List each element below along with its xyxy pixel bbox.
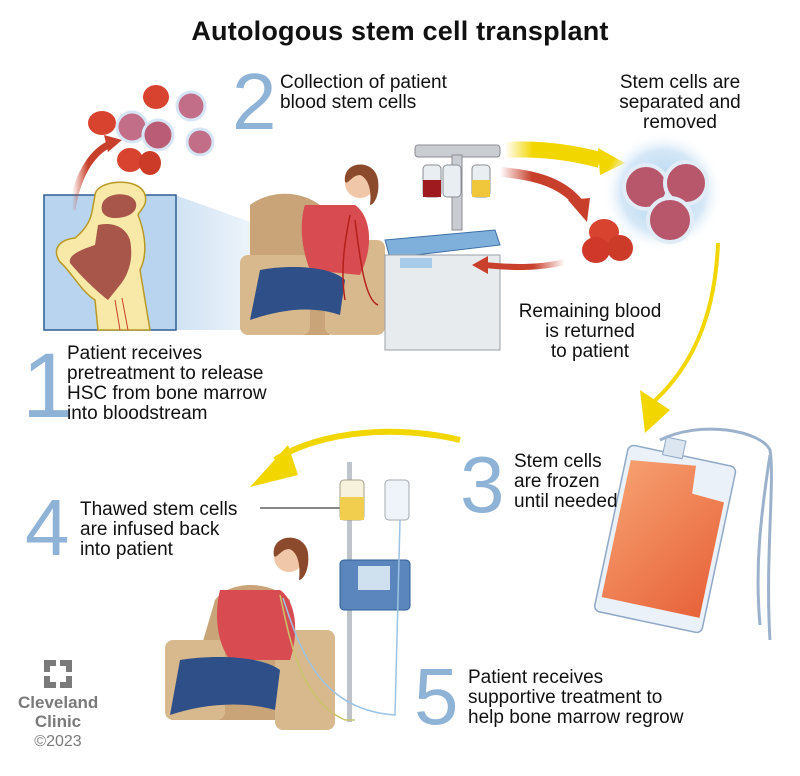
patient-jeans (170, 657, 280, 715)
step-4-number: 4 (25, 483, 70, 572)
red-cell-arrow (499, 167, 584, 209)
apheresis-machine (384, 144, 501, 351)
cleveland-clinic-logo: Cleveland Clinic ©2023 (18, 660, 98, 751)
return-arrow-head (472, 256, 488, 274)
release-arrow-head (104, 135, 122, 152)
frozen-bag (594, 436, 737, 634)
red-cell-arrow-head (568, 198, 590, 222)
red-cell (143, 85, 169, 109)
patient-jeans (250, 267, 345, 320)
patient-infusion (165, 462, 411, 730)
pump-screen (358, 566, 390, 590)
machine-top (384, 229, 501, 259)
logo-name: Cleveland Clinic (18, 693, 99, 731)
bag-port (662, 436, 687, 460)
machine-handle (400, 258, 432, 268)
patient-hair (344, 164, 379, 205)
step-2-number: 2 (232, 57, 277, 146)
stem-cell (175, 90, 207, 122)
step-5-text: Patient receives supportive treatment to… (468, 667, 684, 728)
stem-cell (141, 118, 175, 152)
red-cell (582, 237, 610, 263)
step-1-number: 1 (22, 335, 74, 437)
clear-line (282, 519, 401, 716)
return-arrow (484, 259, 566, 270)
page-title: Autologous stem cell transplant (191, 16, 609, 46)
step-1-text: Patient receives pretreatment to release… (67, 343, 267, 424)
stem-cell-arrow (504, 141, 603, 168)
yellow-line (279, 594, 355, 721)
freeze-arrow-head (640, 390, 670, 433)
bag-tubing (659, 427, 773, 641)
red-cell (88, 111, 116, 135)
bag-tubing (756, 454, 772, 626)
step-4-text: Thawed stem cells are infused back into … (80, 499, 238, 560)
femur-head-marrow (101, 194, 137, 218)
iv-bag-saline (384, 479, 410, 521)
red-cell (117, 148, 143, 172)
stem-cell (646, 196, 694, 244)
released-cells (88, 85, 215, 175)
returned-caption: Remaining blood is returned to patient (518, 301, 662, 362)
infuse-arrow-head (250, 445, 298, 487)
step-3-text: Stem cells are frozen until needed (514, 451, 618, 512)
iv-bag-fill (340, 497, 364, 520)
step-3-number: 3 (460, 440, 505, 529)
red-cell (139, 151, 161, 175)
patient-collection (240, 164, 385, 335)
infuse-arrow (273, 428, 461, 463)
bag-red-blood (423, 180, 441, 197)
separated-caption: Stem cells are separated and removed (619, 72, 741, 133)
step-2-text: Collection of patient blood stem cells (280, 72, 447, 113)
patient-hair (273, 537, 309, 580)
blood-lines (342, 214, 379, 306)
machine-body (384, 254, 501, 351)
patient-shirt (301, 205, 370, 275)
blood-vessels (114, 297, 129, 331)
patient-shirt (217, 590, 296, 660)
femur-marrow (69, 223, 132, 300)
cleveland-clinic-logo-icon (44, 660, 72, 688)
freeze-arrow (648, 242, 720, 407)
red-cell (607, 235, 633, 261)
bag-saline (442, 164, 462, 198)
bag-yellow-fill (472, 180, 490, 197)
stem-cell (185, 127, 215, 157)
step-5-number: 5 (414, 652, 459, 741)
bag-contents (601, 460, 724, 618)
copyright: ©2023 (34, 733, 82, 750)
